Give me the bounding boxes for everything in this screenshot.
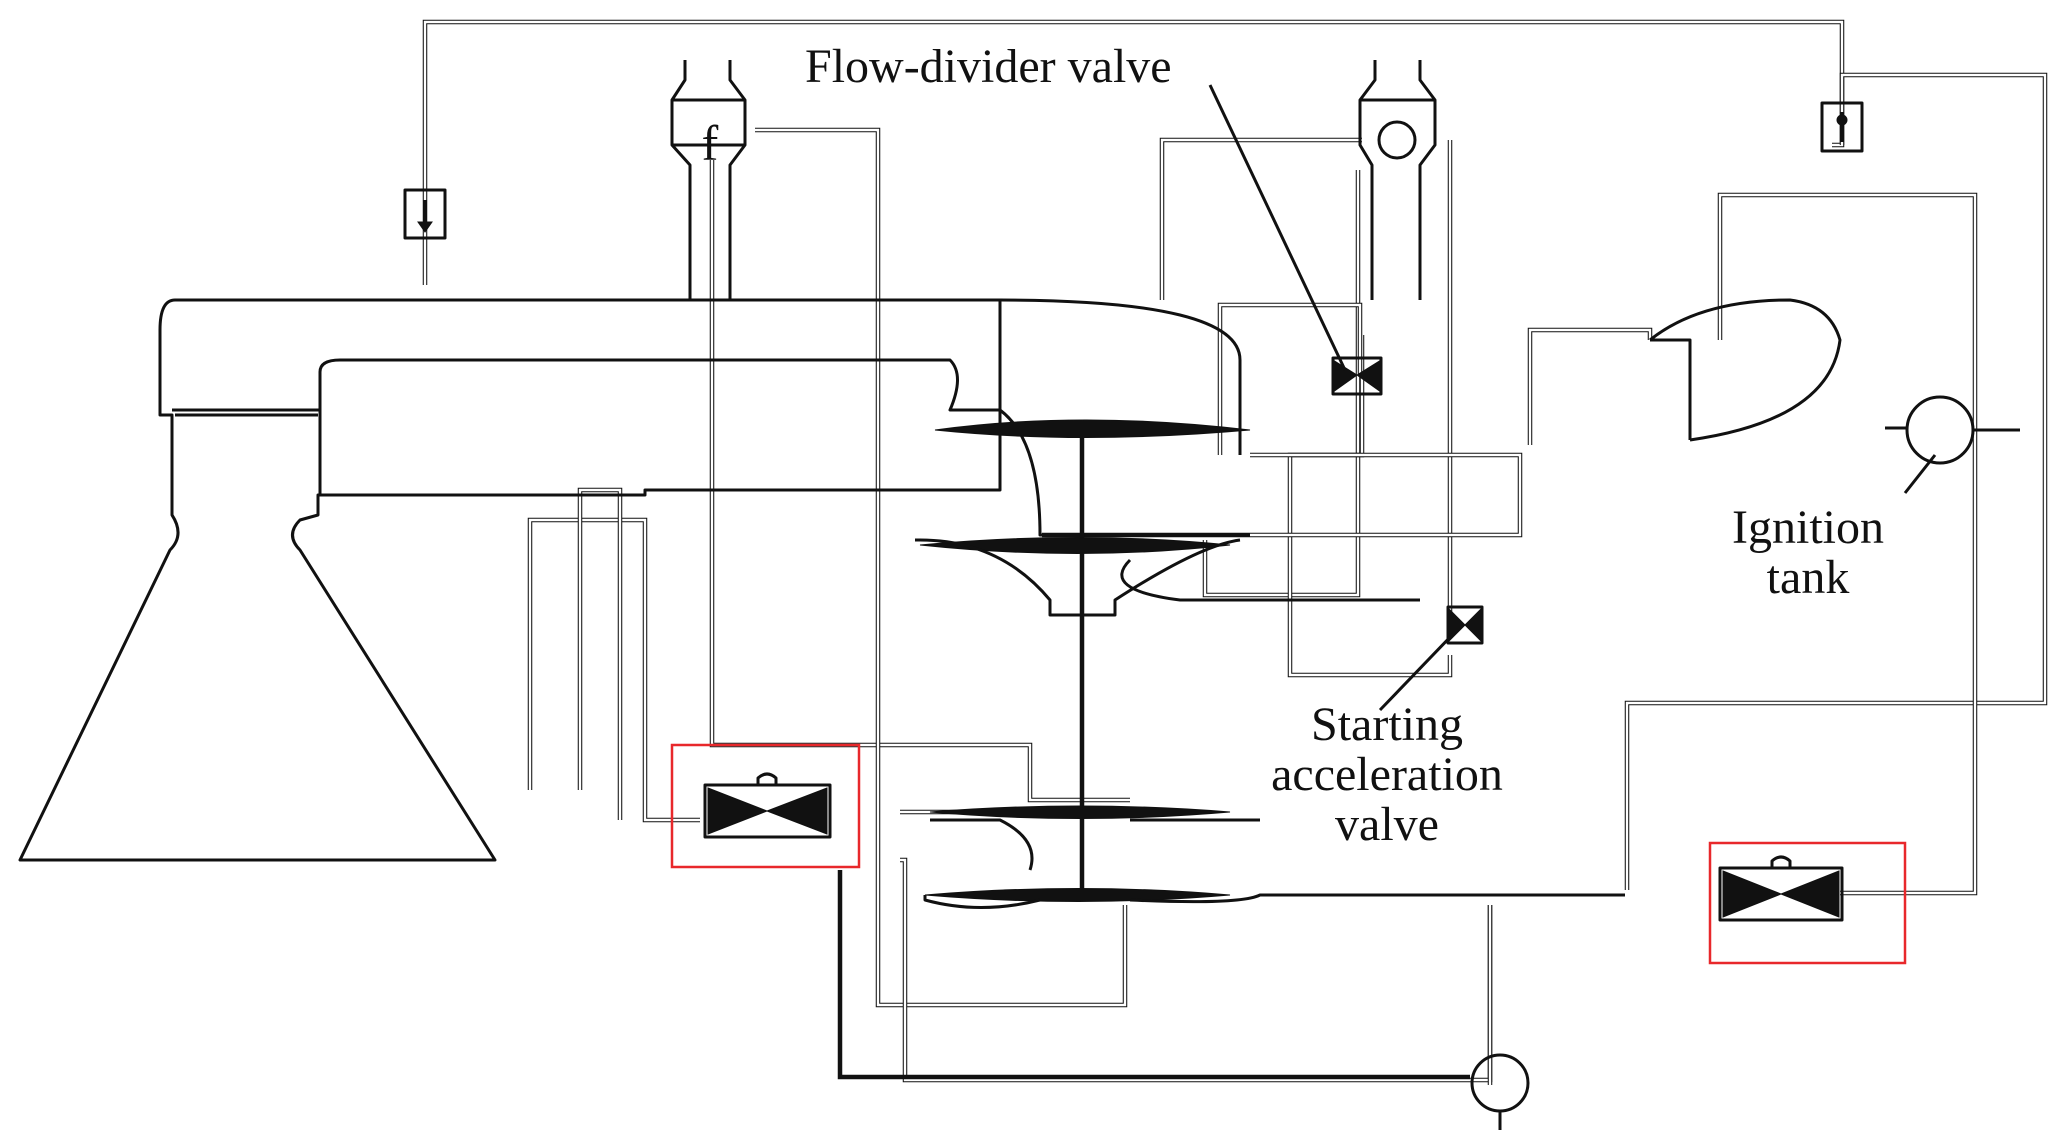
starting-acceleration-valve-icon bbox=[1446, 605, 1484, 645]
nozzle-cooling-pipe-b bbox=[577, 487, 623, 820]
turbopump bbox=[915, 419, 1625, 909]
turbine-disc-1 bbox=[934, 419, 1251, 438]
bottom-feed-line bbox=[837, 870, 1470, 1080]
chamber-return-pipe bbox=[1527, 327, 1653, 445]
turbine-feed-pipe bbox=[709, 160, 1130, 803]
starting-acceleration-label-line3: valve bbox=[1335, 798, 1439, 851]
flow-divider-dome bbox=[1358, 60, 1437, 300]
chamber-injector-bend bbox=[172, 408, 322, 495]
check-valve-right-icon bbox=[1820, 101, 1864, 153]
pump-housing-left bbox=[915, 538, 1241, 617]
lower-loop-pipe bbox=[900, 809, 1493, 1083]
chamber-inner-top bbox=[318, 358, 1000, 412]
pump-housing-bottom bbox=[923, 893, 1625, 909]
starting-valve-leader bbox=[1378, 630, 1457, 712]
valves bbox=[703, 356, 1844, 922]
check-valve-left-icon bbox=[403, 188, 447, 240]
flow-divider-valve-icon bbox=[1331, 356, 1383, 396]
flow-divider-valve-label: Flow-divider valve bbox=[805, 40, 1172, 93]
starting-acceleration-label-line1: Starting bbox=[1311, 698, 1463, 751]
highlight-box-left bbox=[670, 743, 861, 869]
starting-acceleration-label-line2: acceleration bbox=[1271, 748, 1503, 801]
ignition-tank-label-line2: tank bbox=[1767, 551, 1850, 604]
gauges bbox=[403, 101, 1864, 240]
flow-divider-leader bbox=[1208, 84, 1347, 371]
lower-sphere-icon bbox=[1470, 1053, 1530, 1130]
ignition-tank-label-line1: Ignition bbox=[1732, 501, 1884, 554]
generator-inner bbox=[1650, 338, 1692, 440]
flow-divider-pipe bbox=[1159, 137, 1362, 300]
turbine-symbol-label: f bbox=[702, 115, 719, 171]
pump-disc-3 bbox=[924, 888, 1231, 902]
gas-generator bbox=[1649, 298, 1842, 442]
ignition-tank-leader bbox=[1903, 454, 1937, 494]
generator-dome bbox=[1649, 298, 1842, 442]
leader-lines bbox=[1208, 84, 1937, 712]
ignition-tank-icon bbox=[1885, 395, 2020, 465]
chamber-outer bbox=[18, 298, 1002, 862]
pump-housing-lower bbox=[930, 818, 1260, 871]
tanks bbox=[1470, 395, 2020, 1130]
main-valve-right-icon bbox=[1718, 855, 1844, 922]
highlight-box-right bbox=[1708, 841, 1907, 965]
flow-divider-ball bbox=[1377, 120, 1417, 160]
turbine-return-pipe bbox=[755, 127, 1128, 1008]
pump-housing-right bbox=[1120, 558, 1420, 602]
pump-disc-1 bbox=[919, 537, 1231, 554]
chamber-outer-bend bbox=[999, 298, 1250, 537]
combustion-chamber bbox=[18, 298, 1250, 862]
turbine-inlet-left: f bbox=[670, 60, 747, 300]
pump-disc-2 bbox=[929, 805, 1231, 819]
main-valve-left-icon bbox=[703, 772, 832, 839]
nozzle-cooling-pipe-a bbox=[527, 517, 700, 823]
injectors: f bbox=[670, 60, 1437, 300]
